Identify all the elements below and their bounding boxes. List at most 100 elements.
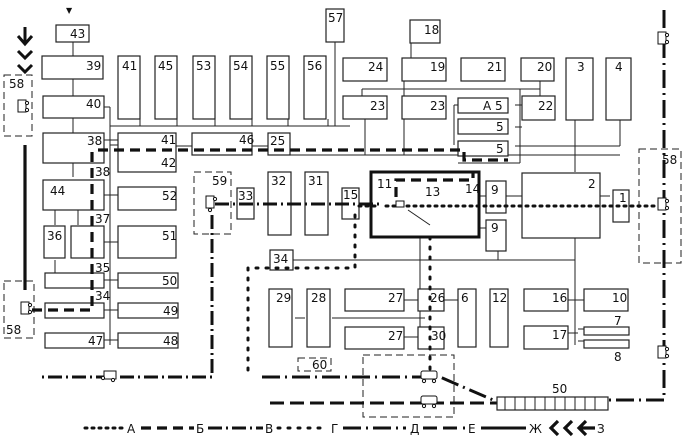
box-51[interactable]: 51 <box>117 225 177 259</box>
wagon-icon <box>420 395 438 409</box>
box-54[interactable]: 54 <box>229 55 253 120</box>
box-49[interactable]: 49 <box>117 302 179 319</box>
box-10[interactable]: 10 <box>583 288 629 312</box>
box-12[interactable]: 12 <box>489 288 509 348</box>
box-8[interactable] <box>583 339 630 349</box>
box-53[interactable]: 53 <box>192 55 216 120</box>
box-60[interactable]: 60 <box>297 357 332 372</box>
box-27-upper-label: 27 <box>388 291 403 305</box>
box-15-label: 15 <box>343 188 358 202</box>
box-11-13-14[interactable]: 11 13 14 <box>369 170 481 239</box>
box-3[interactable]: 3 <box>565 57 594 121</box>
box-17[interactable]: 17 <box>523 325 569 350</box>
box-29-label: 29 <box>276 291 291 305</box>
box-59[interactable]: 59 <box>193 171 232 235</box>
box-55[interactable]: 55 <box>266 55 290 120</box>
box-36[interactable]: 36 <box>43 225 66 259</box>
box-9-lower[interactable]: 9 <box>485 219 507 252</box>
box-55-label: 55 <box>270 59 285 73</box>
box-30-label: 30 <box>431 329 446 343</box>
box-46[interactable]: 46 <box>191 132 254 156</box>
box-7-label: 7 <box>614 314 622 328</box>
legend-label-e: Е <box>468 422 476 436</box>
box-45[interactable]: 45 <box>154 55 178 120</box>
arrow-down-icon <box>16 27 34 47</box>
box-21-label: 21 <box>487 60 502 74</box>
box-5-middle[interactable]: 5 <box>457 118 509 135</box>
box-50-left-label: 50 <box>162 274 177 288</box>
legend-label-z: З <box>597 422 605 436</box>
truck-icon <box>100 370 117 383</box>
box-47[interactable]: 47 <box>44 332 105 349</box>
box-16[interactable]: 16 <box>523 288 569 312</box>
box-37-label: 37 <box>95 212 110 226</box>
box-57[interactable]: 57 <box>325 8 345 43</box>
box-43[interactable]: 43 <box>55 24 90 43</box>
box-44-label: 44 <box>50 184 65 198</box>
box-41-top-label: 41 <box>122 59 137 73</box>
box-38-top[interactable]: 38 <box>42 132 105 164</box>
box-34-left[interactable] <box>44 302 105 319</box>
box-50-left[interactable]: 50 <box>117 272 179 289</box>
box-57-label: 57 <box>328 11 343 25</box>
box-60-label: 60 <box>312 358 327 372</box>
box-23-left-label: 23 <box>370 99 385 113</box>
truck-icon <box>657 345 670 359</box>
box-52[interactable]: 52 <box>117 186 177 211</box>
box-18[interactable]: 18 <box>409 19 441 44</box>
box-20[interactable]: 20 <box>520 57 555 82</box>
platform-50: 50 <box>496 382 609 411</box>
route-v-left <box>40 215 214 379</box>
box-30[interactable]: 30 <box>417 326 446 350</box>
box-5-middle-label: 5 <box>496 120 504 134</box>
box-19[interactable]: 19 <box>401 57 447 82</box>
box-25[interactable]: 25 <box>267 132 291 156</box>
legend-label-v: В <box>265 422 273 436</box>
box-27-upper[interactable]: 27 <box>344 288 405 312</box>
box-39[interactable]: 39 <box>41 55 104 80</box>
box-9-upper-label: 9 <box>491 183 499 197</box>
box-4[interactable]: 4 <box>605 57 632 121</box>
box-40-label: 40 <box>86 97 101 111</box>
box-6-label: 6 <box>461 291 469 305</box>
zone-dashed-bottom <box>362 354 455 418</box>
box-17-label: 17 <box>552 328 567 342</box>
box-10-label: 10 <box>612 291 627 305</box>
box-21[interactable]: 21 <box>460 57 506 82</box>
box-2-label: 2 <box>588 177 596 191</box>
box-23-right[interactable]: 23 <box>401 95 447 120</box>
box-a5[interactable]: A 5 <box>457 97 509 114</box>
box-56[interactable]: 56 <box>303 55 327 120</box>
box-41-top[interactable]: 41 <box>117 55 141 120</box>
box-44[interactable]: 44 <box>42 179 105 211</box>
box-40[interactable]: 40 <box>42 95 105 119</box>
box-24[interactable]: 24 <box>342 57 388 82</box>
box-37[interactable]: 37 <box>70 212 110 259</box>
box-22[interactable]: 22 <box>521 95 556 121</box>
box-42-label: 42 <box>161 156 176 170</box>
box-19-label: 19 <box>430 60 445 74</box>
box-26[interactable]: 26 <box>417 288 445 312</box>
box-51-label: 51 <box>162 229 177 243</box>
box-59-label: 59 <box>212 174 227 188</box>
box-20-label: 20 <box>537 60 552 74</box>
box-29[interactable]: 29 <box>268 288 293 348</box>
box-54-label: 54 <box>233 59 248 73</box>
box-53-label: 53 <box>196 59 211 73</box>
box-28[interactable]: 28 <box>306 288 331 348</box>
box-7[interactable] <box>583 326 630 336</box>
box-35[interactable] <box>44 272 105 289</box>
platform-50-label: 50 <box>552 382 567 396</box>
box-48[interactable]: 48 <box>117 332 179 349</box>
connector-lines <box>54 40 621 345</box>
box-34-mid[interactable]: 34 <box>269 249 294 271</box>
box-23-left[interactable]: 23 <box>342 95 388 120</box>
box-9-upper[interactable]: 9 <box>485 180 507 214</box>
boxes: 43 39 40 41 45 53 54 55 56 57 24 18 19 2… <box>3 8 682 418</box>
box-36-label: 36 <box>47 229 62 243</box>
box-58-left-top[interactable]: 58 <box>3 74 33 137</box>
box-27-lower[interactable]: 27 <box>344 326 405 350</box>
box-6[interactable]: 6 <box>457 288 477 348</box>
